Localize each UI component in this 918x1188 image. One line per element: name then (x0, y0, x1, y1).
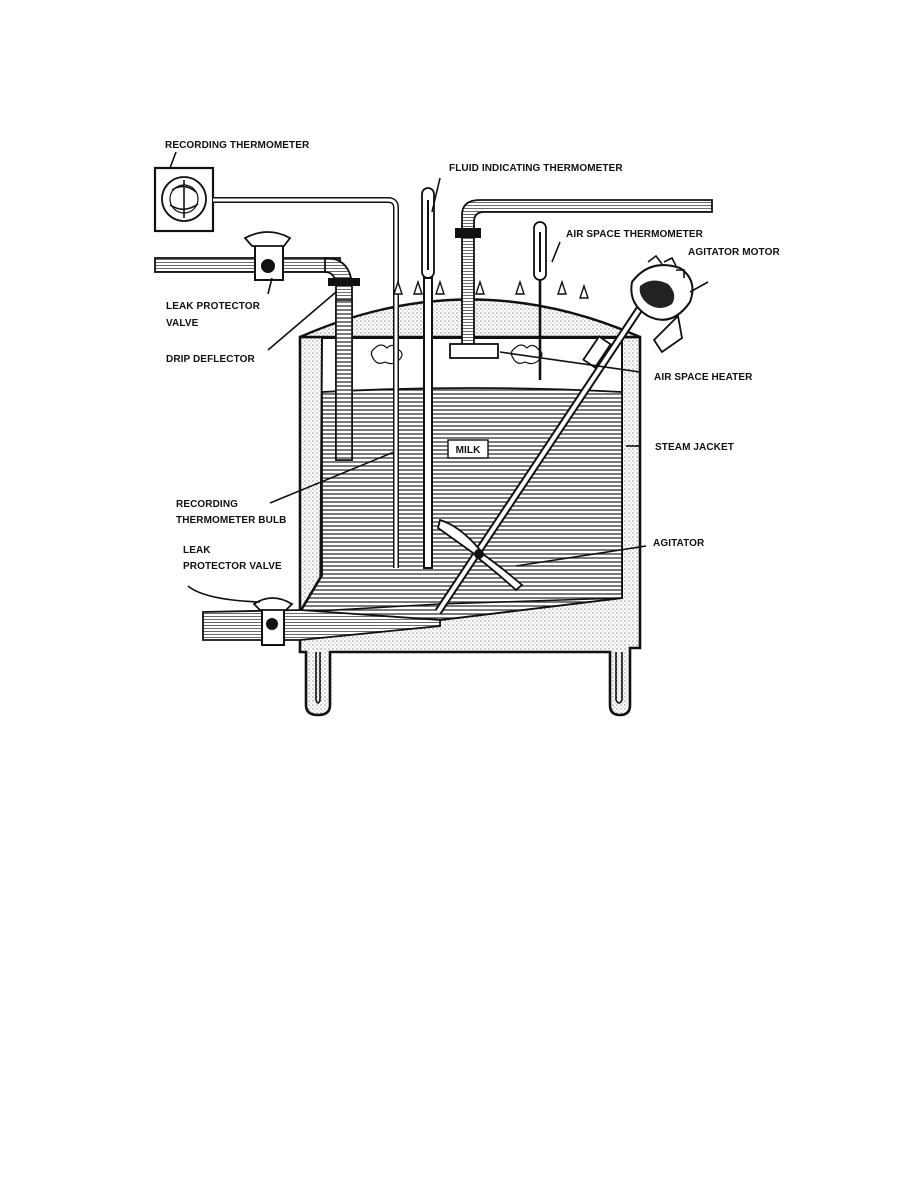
label-air-space-heater: AIR SPACE HEATER (654, 372, 753, 383)
leader-fluid-indicating-thermometer (431, 177, 441, 213)
leak-protector-valve-top (154, 231, 360, 461)
leader-air-space-heater (499, 351, 641, 373)
label-drip-deflector: DRIP DEFLECTOR (166, 354, 255, 365)
recording-thermometer (153, 166, 399, 568)
label-leak-protector-valve-top-line2: VALVE (166, 318, 199, 329)
label-recording-thermometer-bulb-line1: RECORDING (176, 499, 238, 510)
leak-protector-valve-bottom (202, 597, 441, 646)
label-leak-protector-valve-top-line1: LEAK PROTECTOR (166, 301, 261, 312)
air-space-thermometer (533, 221, 547, 380)
label-milk: MILK (456, 445, 482, 456)
leader-agitator (515, 545, 647, 567)
leader-agitator-motor (689, 281, 709, 293)
leader-lines (169, 151, 709, 603)
label-leak-protector-valve-bottom-line1: LEAK (183, 545, 211, 556)
label-air-space-thermometer: AIR SPACE THERMOMETER (566, 229, 704, 240)
lid-fittings (393, 279, 589, 299)
leader-drip-deflector (267, 291, 337, 351)
leader-recording-thermometer (169, 151, 177, 169)
leader-recording-thermometer-bulb (269, 451, 395, 504)
agitator (434, 275, 664, 615)
label-agitator-motor: AGITATOR MOTOR (688, 247, 780, 258)
leader-leak-protector-valve-bottom (187, 585, 261, 603)
label-agitator: AGITATOR (653, 538, 705, 549)
label-steam-jacket: STEAM JACKET (655, 442, 734, 453)
label-recording-thermometer: RECORDING THERMOMETER (165, 140, 310, 151)
milk-label-box: MILK (447, 439, 489, 459)
label-fluid-indicating-thermometer: FLUID INDICATING THERMOMETER (449, 163, 623, 174)
leader-leak-protector-valve-top (267, 277, 273, 295)
label-leak-protector-valve-bottom-line2: PROTECTOR VALVE (183, 561, 282, 572)
agitator-motor (630, 254, 694, 354)
fluid-indicating-thermometer (421, 187, 435, 569)
label-recording-thermometer-bulb-line2: THERMOMETER BULB (176, 515, 286, 526)
air-space-heater (449, 199, 713, 359)
leader-air-space-thermometer (551, 241, 561, 263)
labels: RECORDING THERMOMETER FLUID INDICATING T… (165, 140, 780, 572)
